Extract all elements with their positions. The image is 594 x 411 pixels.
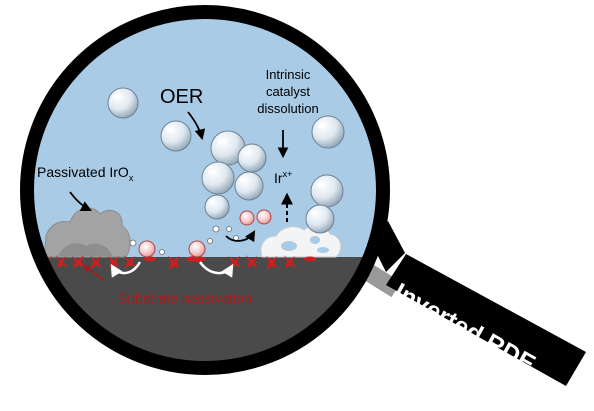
ir-ion-label: Irx+ <box>274 169 292 186</box>
gas-bubble <box>237 143 267 173</box>
passivated-irox-deposit <box>43 207 131 258</box>
magnifier-handle: Inverted RDE <box>360 221 586 386</box>
oer-arrow-icon <box>187 111 206 141</box>
dissolution-label-line3: dissolution <box>257 101 318 116</box>
curved-arrow-icon <box>225 230 256 243</box>
oxygen-particle <box>188 240 206 258</box>
small-oxygen-particles <box>129 225 239 255</box>
lens-view: OER Intrinsic catalyst dissolution Irx+ … <box>27 12 383 368</box>
gas-bubble <box>204 194 230 220</box>
gas-bubble <box>107 87 139 119</box>
oxygen-particle <box>256 209 272 225</box>
oxygen-particle <box>239 210 255 226</box>
substrate-passivation-label: Substrate passivation <box>118 290 252 306</box>
passivated-irox-label: Passivated IrOx <box>37 164 134 183</box>
oer-label: OER <box>160 86 203 108</box>
gas-bubble <box>305 204 335 234</box>
oxygen-particle <box>138 240 156 258</box>
passivated-arrow-icon <box>69 191 92 211</box>
gas-bubble <box>160 120 192 152</box>
dissolution-label-line2: catalyst <box>266 84 310 99</box>
gas-bubble <box>311 115 345 149</box>
substrate-arrow-icon <box>82 265 105 281</box>
gas-bubble <box>234 171 264 201</box>
dissolution-label-line1: Intrinsic <box>266 67 311 82</box>
oxygen-particles <box>138 209 272 258</box>
curved-arrow-icon <box>198 261 234 278</box>
gas-bubble <box>201 161 235 195</box>
gas-bubble <box>310 174 344 208</box>
curved-arrow-icon <box>110 261 142 278</box>
magnifier-frame <box>20 5 390 375</box>
